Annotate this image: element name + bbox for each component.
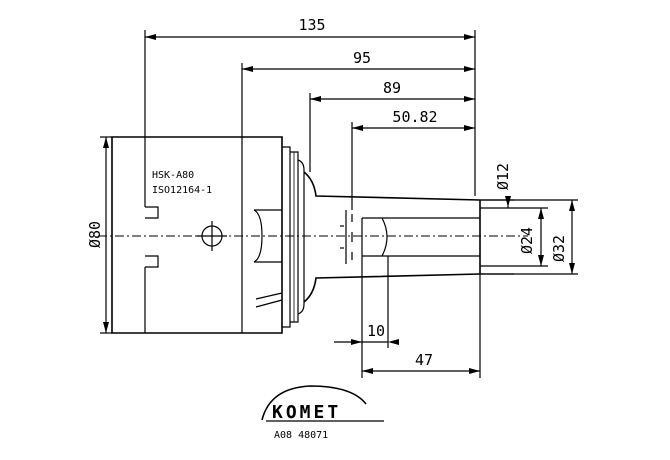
- collet-extension: [303, 171, 481, 303]
- standard-label: ISO12164-1: [152, 185, 212, 196]
- dimension-10: 10: [334, 256, 399, 348]
- dimension-dia12: Ø12: [480, 163, 514, 275]
- dimension-dia12-label: Ø12: [494, 163, 512, 190]
- dimension-dia32: Ø32: [480, 199, 578, 275]
- dimension-5082: 50.82: [351, 108, 475, 210]
- hsk-body: [111, 136, 283, 334]
- shank-type-label: HSK-A80: [152, 170, 194, 181]
- dimension-dia32-label: Ø32: [550, 235, 568, 262]
- komet-logo-text: KOMET: [272, 402, 341, 423]
- dimension-10-label: 10: [367, 322, 385, 340]
- flange-groove: [282, 146, 305, 328]
- dimension-dia80-label: Ø80: [86, 221, 104, 248]
- komet-logo-arc: [261, 385, 367, 421]
- coolant-port-icon: [197, 221, 227, 251]
- dimension-5082-label: 50.82: [392, 108, 437, 126]
- dimension-135: 135: [144, 16, 476, 196]
- dimension-135-label: 135: [298, 16, 325, 34]
- komet-logo: KOMET: [261, 385, 384, 423]
- dimension-dia80: Ø80: [86, 136, 112, 334]
- dimension-47-label: 47: [415, 351, 433, 369]
- dimension-95-label: 95: [353, 49, 371, 67]
- dimension-95: 95: [241, 49, 475, 137]
- dimension-dia24: Ø24: [480, 207, 548, 267]
- dimension-89: 89: [309, 79, 475, 172]
- dimension-89-label: 89: [383, 79, 401, 97]
- dimension-47: 47: [361, 274, 481, 378]
- dimension-dia24-label: Ø24: [518, 227, 536, 254]
- article-code: A08 48071: [274, 430, 328, 441]
